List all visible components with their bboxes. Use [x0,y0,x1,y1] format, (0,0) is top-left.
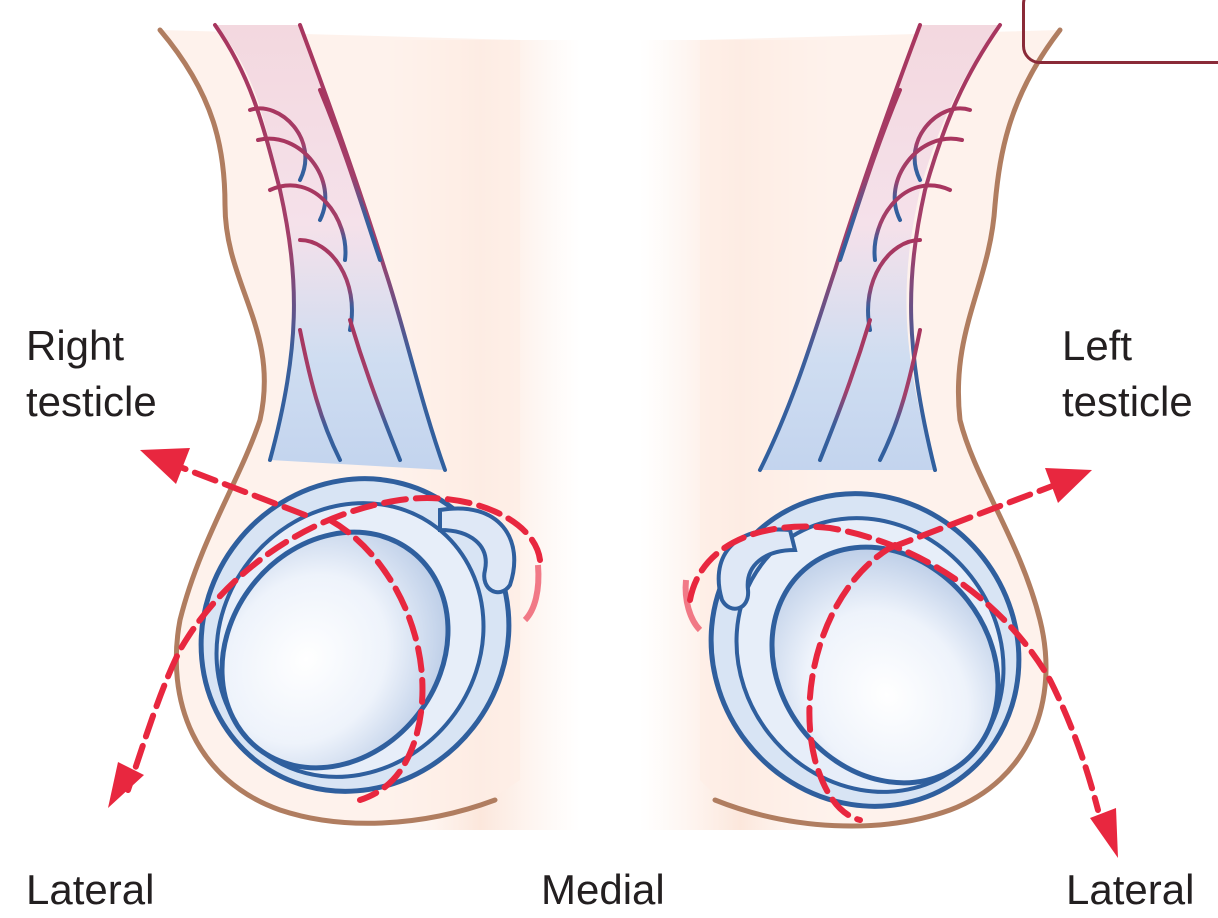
label-lateral-right: Lateral [1066,862,1194,918]
label-left-testicle-line1: Left [1062,318,1193,374]
label-medial: Medial [541,862,665,918]
left-arrowhead-lower [1090,808,1118,858]
label-right-testicle-line1: Right [26,318,157,374]
right-arrowhead-lower [108,762,144,808]
right-testicle-illustration [108,25,572,853]
label-right-testicle-line2: testicle [26,374,157,430]
right-arrowhead-upper [140,448,190,484]
label-right-testicle: Right testicle [26,318,157,430]
left-arrowhead-upper [1045,468,1092,503]
left-testicle-illustration [648,25,1118,868]
label-left-testicle: Left testicle [1062,318,1193,430]
label-left-testicle-line2: testicle [1062,374,1193,430]
corner-frame [1022,0,1218,64]
label-lateral-left: Lateral [26,862,154,918]
